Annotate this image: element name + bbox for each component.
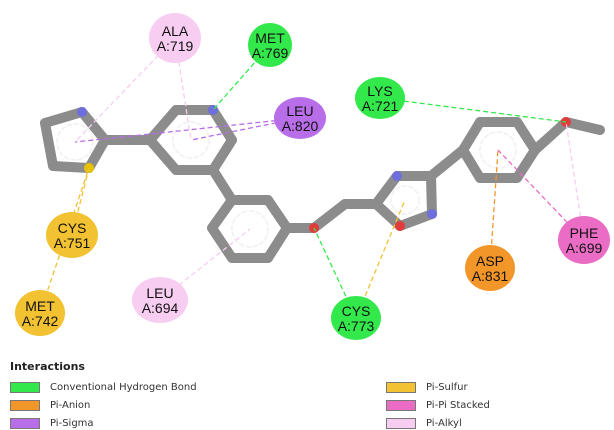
ligand-bond-1 — [77, 107, 110, 145]
interaction-line-cys773-10 — [355, 199, 406, 319]
residue-phe699-number: A:699 — [566, 240, 603, 256]
ligand-bond-33 — [458, 145, 485, 183]
ligand-bond-12 — [208, 165, 237, 205]
legend-swatch — [386, 381, 416, 393]
ligand-bond-35 — [561, 117, 605, 135]
ligand-bond-28 — [458, 117, 485, 155]
ligand-bond-6 — [145, 105, 181, 145]
ligand-bond-26 — [371, 199, 405, 231]
residue-asp831-number: A:831 — [472, 268, 509, 284]
ligand-bond-24 — [426, 171, 437, 219]
legend-swatch — [10, 399, 40, 411]
residue-leu820-number: A:820 — [282, 118, 319, 134]
residue-cys773-name: CYS — [342, 303, 371, 319]
ligand-bond-11 — [145, 135, 181, 175]
legend-item-pi-sulfur: Pi-Sulfur — [386, 380, 468, 394]
residue-cys751-name: CYS — [58, 220, 87, 236]
residue-met769-node — [248, 23, 292, 67]
residue-lys721-number: A:721 — [362, 98, 399, 114]
residue-leu820-node — [274, 97, 326, 139]
residue-ala719-number: A:719 — [157, 38, 194, 54]
legend-label: Conventional Hydrogen Bond — [50, 381, 197, 393]
ligand-bond-4 — [40, 118, 58, 171]
aromatic-ring-2 — [231, 210, 269, 248]
ligand-bond-3 — [48, 161, 94, 173]
legend-label: Pi-Pi Stacked — [426, 399, 490, 411]
residue-met742-node — [15, 290, 65, 336]
residue-cys773-number: A:773 — [338, 318, 375, 334]
residue-leu694-node — [132, 277, 188, 323]
residue-asp831-name: ASP — [476, 253, 504, 269]
ligand-bond-18 — [207, 195, 237, 233]
ligand-bond-8 — [208, 105, 237, 145]
residue-met742-number: A:742 — [22, 313, 59, 329]
legend-label: Pi-Anion — [50, 399, 91, 411]
oxadiazole-nitrogen-atom-2 — [427, 209, 437, 219]
legend-title: Interactions — [10, 360, 85, 373]
ligand-bond-2 — [84, 135, 110, 173]
ligand-bond-20 — [309, 199, 350, 233]
residue-cys751-number: A:751 — [54, 235, 91, 251]
aromatic-ring-3 — [479, 131, 517, 169]
aromatic-ring-1 — [172, 121, 210, 159]
ligand-structure — [40, 105, 605, 263]
residue-cys773-node — [331, 296, 381, 340]
ligand-bond-9 — [208, 135, 237, 175]
residue-phe699-node — [558, 216, 610, 264]
ligand-bond-15 — [263, 223, 292, 263]
residue-leu694-number: A:694 — [142, 300, 179, 316]
legend-swatch — [10, 381, 40, 393]
residue-phe699-name: PHE — [570, 225, 599, 241]
ligand-bond-34 — [530, 117, 571, 155]
aromatic-ring-4 — [390, 185, 420, 215]
ligand-bond-25 — [395, 209, 437, 231]
legend-item-pi-anion: Pi-Anion — [10, 398, 90, 412]
interaction-line-lys721-5 — [379, 97, 567, 123]
legend-swatch — [10, 417, 40, 429]
legend-swatch — [386, 399, 416, 411]
residue-leu820-name: LEU — [286, 103, 313, 119]
ligand-bond-22 — [371, 171, 402, 209]
legend-item-conventional-hydrogen-bond: Conventional Hydrogen Bond — [10, 380, 197, 394]
aromatic-ring-0 — [56, 123, 94, 161]
legend-label: Pi-Sulfur — [426, 381, 468, 393]
ligand-bond-14 — [263, 195, 292, 233]
legend-item-pi-pi-stacked: Pi-Pi Stacked — [386, 398, 490, 412]
interaction-line-leu820-4 — [74, 117, 301, 143]
ligand-bond-30 — [512, 117, 540, 155]
residue-lys721-name: LYS — [367, 83, 392, 99]
residue-met769-number: A:769 — [252, 45, 289, 61]
legend-swatch — [386, 417, 416, 429]
interaction-line-met769-2 — [212, 44, 271, 111]
residue-cys751-node — [46, 212, 98, 258]
thiazole-nitrogen-atom — [77, 107, 87, 117]
ligand-bond-27 — [426, 145, 468, 181]
legend-label: Pi-Sigma — [50, 417, 94, 429]
oxadiazole-oxygen-atom — [395, 221, 405, 231]
residue-leu694-name: LEU — [146, 285, 173, 301]
legend-label: Pi-Alkyl — [426, 417, 462, 429]
ligand-bond-0 — [40, 107, 87, 128]
residue-met742-name: MET — [25, 298, 55, 314]
residue-lys721-node — [355, 77, 405, 119]
residue-met769-name: MET — [255, 30, 285, 46]
residue-ala719-name: ALA — [162, 23, 189, 39]
residue-ala719-node — [149, 13, 201, 63]
oxadiazole-nitrogen-atom-1 — [392, 171, 402, 181]
residue-asp831-node — [465, 245, 515, 291]
ligand-bond-17 — [207, 223, 237, 263]
